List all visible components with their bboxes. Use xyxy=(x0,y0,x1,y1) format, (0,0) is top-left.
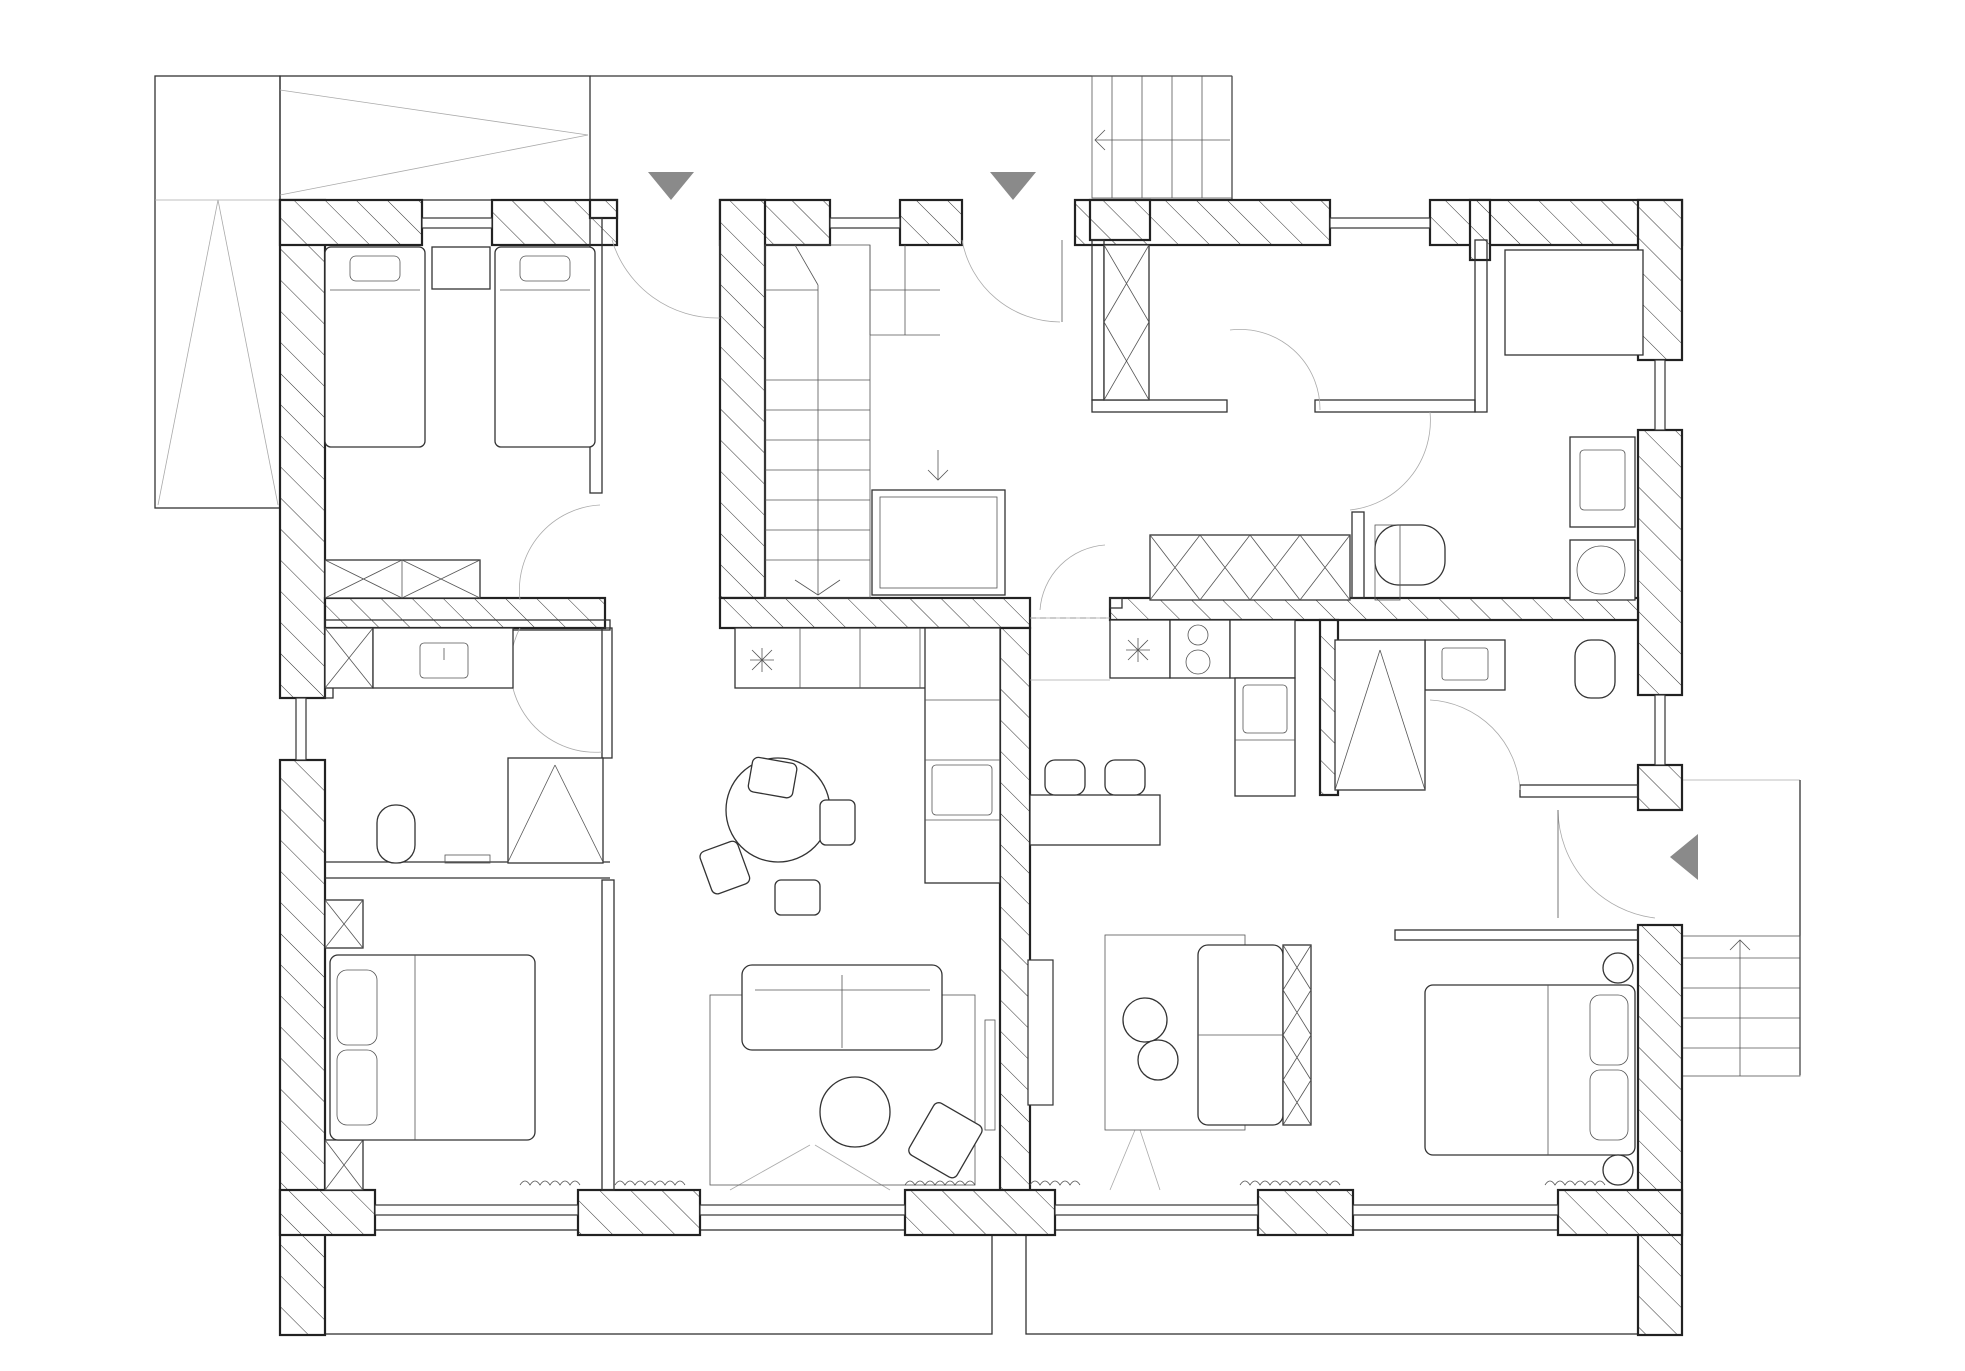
shelf xyxy=(1282,944,1312,1126)
coffee-table xyxy=(819,1076,891,1148)
inner-staircase xyxy=(764,244,940,599)
nightstand xyxy=(1602,952,1634,984)
side-table xyxy=(1137,1039,1179,1081)
vanity xyxy=(372,627,514,689)
toilet xyxy=(376,804,416,864)
vanity xyxy=(1569,436,1636,528)
nightstand xyxy=(1602,1154,1634,1186)
cooktop xyxy=(1169,619,1231,679)
walls xyxy=(278,198,1684,1337)
stool xyxy=(1104,759,1146,796)
bed xyxy=(329,954,536,1141)
shower xyxy=(1334,639,1426,791)
bed xyxy=(494,246,596,448)
toilet xyxy=(1574,639,1616,699)
counter xyxy=(1234,677,1296,797)
bathroom-left xyxy=(324,627,604,864)
nightstand xyxy=(431,246,491,290)
entrance-arrow-top-right xyxy=(990,172,1036,200)
counter xyxy=(1229,619,1296,679)
bedroom-double-left xyxy=(324,899,536,1191)
entrance-arrow-right xyxy=(1670,834,1698,880)
counter xyxy=(924,627,1001,884)
storage xyxy=(1149,534,1351,601)
curtains xyxy=(519,1180,1606,1186)
wardrobe xyxy=(324,559,481,599)
bathroom-right xyxy=(1149,436,1636,791)
kitchen-right xyxy=(1109,619,1296,797)
storage-unit xyxy=(1504,249,1644,356)
doors xyxy=(510,239,1656,1191)
side-table xyxy=(1122,997,1168,1043)
vanity xyxy=(1424,639,1506,691)
bed xyxy=(1424,984,1636,1156)
entrance-arrow-top-left xyxy=(648,172,694,200)
stairs-top xyxy=(1091,75,1233,199)
counter xyxy=(1109,619,1171,679)
living-left xyxy=(709,964,996,1186)
bar xyxy=(1029,794,1161,846)
stairs-right xyxy=(1677,935,1801,1077)
stool xyxy=(1044,759,1086,796)
toilet xyxy=(1374,524,1446,586)
dining-set xyxy=(699,756,856,916)
bar-counter xyxy=(1029,759,1161,846)
shower xyxy=(507,757,604,864)
kitchen-left xyxy=(734,627,1001,884)
bedroom-twin xyxy=(324,246,596,599)
stair-storage xyxy=(871,489,1006,596)
living-right xyxy=(1104,934,1312,1131)
armchair xyxy=(908,1102,983,1179)
bedroom-double-right xyxy=(1424,952,1636,1186)
windows xyxy=(295,217,1666,1216)
storage-top-right xyxy=(1103,244,1644,401)
bed xyxy=(324,246,426,448)
